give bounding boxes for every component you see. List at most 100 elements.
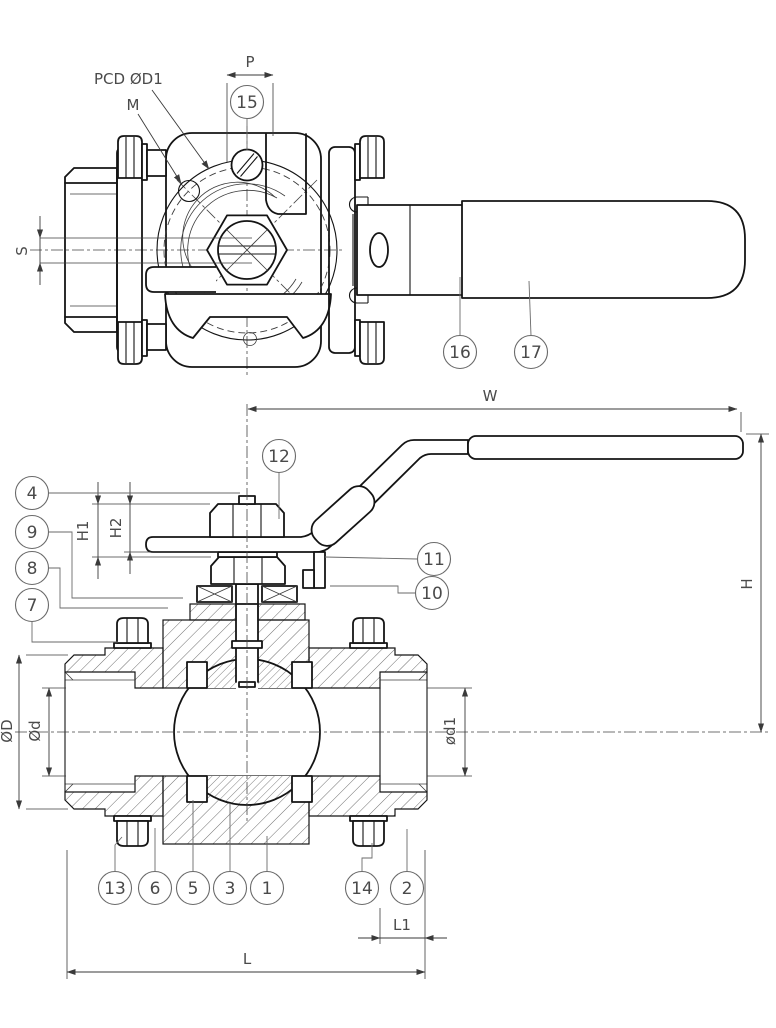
chamfer (64, 671, 74, 681)
right-cap-upper (308, 647, 428, 689)
bolt-bottom-right (349, 815, 388, 847)
stop-plate (265, 133, 307, 215)
bracket-hook (349, 287, 368, 304)
balloon-9: 9 (14, 514, 183, 599)
pad-hole (177, 179, 201, 203)
balloon-14: 14 (344, 843, 380, 906)
bolt-head (117, 135, 143, 179)
dim-label-l: L (243, 950, 252, 968)
balloon-15: 15 (229, 84, 265, 150)
dim-label-h1: H1 (74, 521, 92, 542)
dim-l1: L1 (358, 850, 447, 979)
stem-slot (236, 618, 258, 690)
dim-h2: H2 (107, 482, 218, 574)
balloon-4: 4 (14, 475, 240, 511)
dim-h1: H1 (74, 482, 211, 579)
bolt-top-left (113, 617, 152, 649)
balloon-13: 13 (97, 836, 133, 906)
stem-end (217, 220, 277, 280)
dim-l: L (66, 850, 426, 979)
handle-bend-sleeve (310, 485, 376, 547)
balloon-10-label: 10 (421, 584, 443, 604)
stop-screw (230, 148, 264, 182)
balloon-8-label: 8 (27, 559, 38, 579)
dim-label-m: M (127, 96, 140, 114)
seat (186, 775, 208, 803)
dim-label-p: P (245, 53, 254, 71)
top-view: P S PCD ØD1 M 15 16 17 (13, 53, 746, 378)
balloon-1: 1 (249, 836, 285, 906)
screw-slot (240, 156, 258, 177)
dim-pcd: PCD ØD1 (94, 70, 210, 170)
balloon-3: 3 (212, 803, 248, 906)
right-cap-lower (308, 775, 428, 817)
balloon-14-label: 14 (351, 879, 373, 899)
stem-cross-line (226, 229, 268, 271)
neck-right (257, 603, 306, 621)
mounting-pad (165, 132, 322, 368)
balloon-7-label: 7 (27, 596, 38, 616)
seat-arc (182, 181, 276, 278)
dim-label-od: ØD (0, 719, 16, 742)
handle-plate-top (356, 204, 469, 296)
dim-w: W (247, 387, 742, 432)
balloon-10: 10 (330, 575, 450, 611)
seat-arc (187, 189, 278, 285)
handle-grip (467, 435, 744, 460)
bolt-head (359, 135, 385, 179)
balloon-9-label: 9 (27, 523, 38, 543)
chamfer (418, 671, 428, 681)
section-view: W H H1 H2 ØD Ød ød1 (0, 387, 770, 979)
handle-tab (313, 551, 326, 589)
chamfer (418, 783, 428, 793)
balloon-15-label: 15 (236, 93, 258, 113)
neck-left (189, 603, 237, 621)
balloon-3-label: 3 (225, 879, 236, 899)
balloon-16: 16 (442, 277, 478, 370)
dim-p: P (226, 53, 274, 162)
balloon-16-label: 16 (449, 343, 471, 363)
balloon-7: 7 (14, 587, 118, 643)
stop-wing-plate (164, 293, 332, 339)
balloon-6-label: 6 (150, 879, 161, 899)
seat (291, 775, 313, 803)
belleville-right (261, 585, 298, 603)
gland-nut (210, 556, 286, 585)
balloon-12: 12 (261, 438, 297, 519)
nut (146, 149, 167, 177)
dim-label-d: Ød (26, 720, 44, 741)
balloon-5-label: 5 (188, 879, 199, 899)
stop-bar (145, 266, 216, 293)
wing-screw (243, 332, 257, 346)
balloon-17: 17 (513, 280, 549, 370)
balloon-13-label: 13 (104, 879, 126, 899)
bolt-head (359, 321, 385, 365)
handle-grip-top (461, 200, 746, 299)
handle-lever (145, 439, 469, 553)
balloon-2: 2 (389, 829, 425, 906)
balloon-12-label: 12 (268, 447, 290, 467)
balloon-17-label: 17 (520, 343, 542, 363)
dim-label-l1: L1 (393, 916, 411, 934)
chamfer (64, 783, 74, 793)
dim-label-pcd: PCD ØD1 (94, 70, 163, 88)
left-cap-upper (64, 647, 164, 689)
dim-s: S (13, 216, 252, 285)
dim-od-bore-right: ød1 (427, 687, 472, 777)
bolt-top-right (349, 617, 388, 649)
dim-label-d1: ød1 (441, 717, 459, 745)
balloon-4-label: 4 (27, 484, 38, 504)
bracket-hook (349, 196, 368, 213)
balloon-1-label: 1 (262, 879, 273, 899)
dim-od-outer: ØD (0, 654, 68, 810)
handle-hole (369, 232, 389, 268)
belleville-left (196, 585, 233, 603)
dim-h: H (738, 433, 769, 733)
dim-m: M (127, 96, 182, 184)
screw-slot (236, 153, 255, 174)
bolt-bottom-left (113, 815, 152, 847)
balloon-8: 8 (14, 550, 168, 609)
seat (291, 661, 313, 689)
dim-label-w: W (483, 387, 498, 405)
